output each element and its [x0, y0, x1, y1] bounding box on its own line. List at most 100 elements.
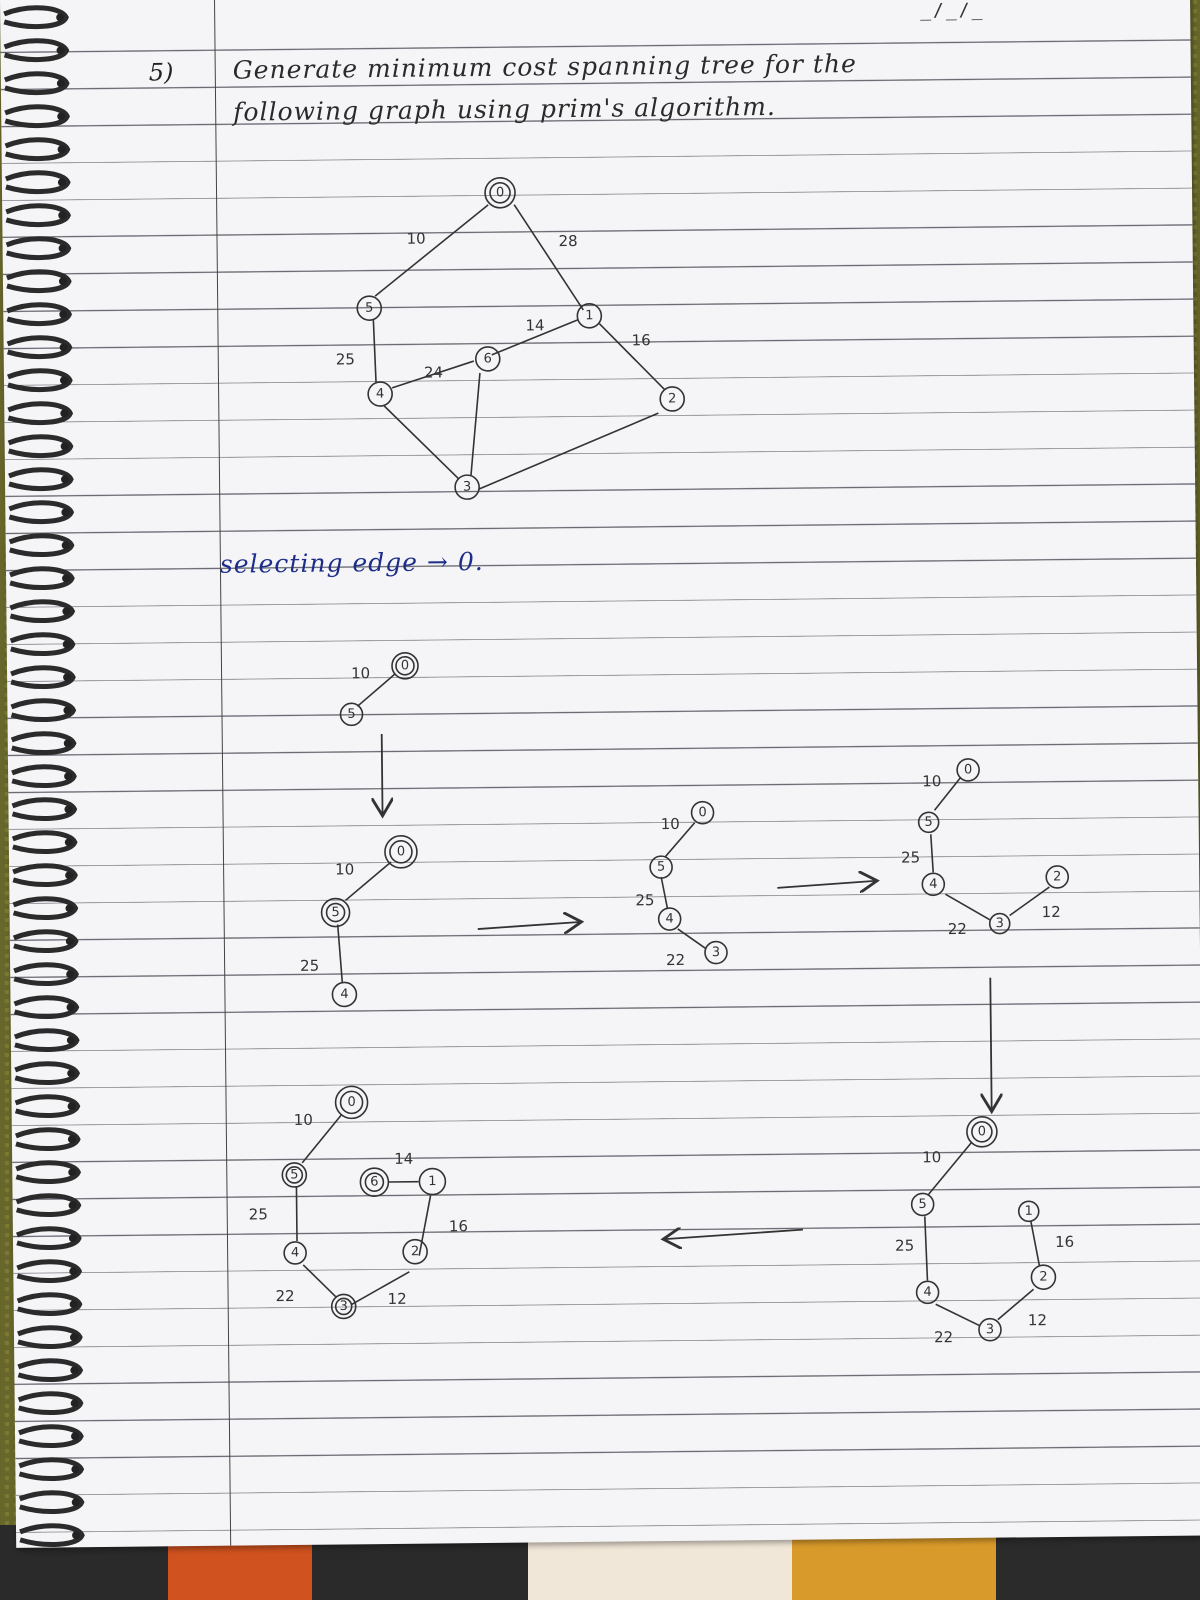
graph-node: 2	[659, 386, 686, 412]
edge-weight: 25	[300, 957, 319, 975]
graph-node: 4	[915, 1280, 940, 1305]
svg-text:0: 0	[347, 1095, 355, 1110]
graph-node: 5	[281, 1162, 308, 1188]
spiral-ring	[14, 1094, 81, 1118]
punch-hole	[67, 1135, 76, 1144]
svg-text:4: 4	[923, 1285, 931, 1300]
punch-hole	[57, 178, 66, 187]
edge	[391, 360, 475, 389]
svg-text:4: 4	[340, 987, 348, 1002]
graph-node: 2	[402, 1238, 428, 1265]
punch-hole	[61, 475, 70, 484]
edge-weight: 22	[948, 920, 967, 938]
spiral-ring	[11, 797, 78, 821]
spiral-ring	[18, 1424, 84, 1448]
spiral-ring	[4, 137, 71, 161]
edge	[491, 319, 578, 356]
punch-hole	[70, 1366, 79, 1375]
edge-weight: 12	[1028, 1311, 1047, 1329]
edge	[598, 323, 665, 390]
edge	[677, 928, 707, 950]
spiral-ring	[16, 1292, 83, 1316]
graph-node: 5	[339, 702, 364, 727]
spiral-ring	[18, 1490, 85, 1514]
punch-hole	[71, 1498, 80, 1507]
arrow-right	[777, 881, 875, 888]
svg-text:1: 1	[428, 1174, 436, 1189]
punch-hole	[65, 871, 74, 880]
graph-node: 4	[367, 381, 393, 407]
svg-text:1: 1	[1025, 1204, 1033, 1219]
edge	[929, 834, 934, 873]
spiral-ring	[11, 830, 78, 854]
edge	[933, 777, 961, 811]
punch-hole	[68, 1201, 77, 1210]
edge-weight: 10	[406, 230, 425, 248]
spiral-ring	[10, 698, 77, 722]
edge	[301, 1113, 343, 1164]
graph-node: 0	[484, 176, 516, 209]
spiral-ring	[10, 731, 77, 755]
graph-node: 1	[1017, 1200, 1040, 1223]
final-tree: 0 5 4 3 2 1 6 10 25 22 12 16 14	[249, 1085, 468, 1320]
graph-node: 3	[704, 940, 728, 965]
punch-hole	[63, 739, 72, 748]
graph-node: 5	[649, 855, 673, 879]
edge	[935, 1303, 981, 1327]
graph-node: 1	[576, 303, 603, 329]
edge	[945, 893, 991, 921]
spiral-ring	[13, 1028, 80, 1052]
punch-hole	[68, 1234, 77, 1243]
edge-weight: 28	[558, 232, 577, 250]
punch-hole	[66, 970, 75, 979]
spiral-ring	[13, 962, 79, 986]
edge-weight: 25	[249, 1205, 268, 1223]
svg-text:5: 5	[290, 1167, 298, 1182]
punch-hole	[65, 904, 74, 913]
edge	[478, 412, 659, 490]
step-3-tree: 0 5 4 3 10 25 22	[635, 800, 728, 969]
graph-node: 4	[921, 872, 946, 897]
edge-weight: 10	[922, 1148, 941, 1166]
spiral-ring	[12, 896, 79, 920]
edge	[997, 1288, 1035, 1321]
svg-text:3: 3	[463, 480, 471, 495]
punch-hole	[57, 145, 66, 154]
edge	[302, 1264, 337, 1298]
svg-text:6: 6	[370, 1175, 378, 1190]
svg-text:5: 5	[918, 1197, 926, 1212]
punch-hole	[64, 772, 73, 781]
punch-hole	[59, 343, 68, 352]
svg-text:5: 5	[924, 815, 932, 830]
spiral-ring	[17, 1325, 83, 1349]
spiral-ring	[15, 1160, 81, 1184]
punch-hole	[62, 607, 71, 616]
spiral-ring	[10, 665, 76, 689]
spiral-ring	[14, 1127, 81, 1151]
graph-drawings: 0 1 2 3 4 5 6 10 28 14 16 25 24 0 5 10 0	[249, 176, 1074, 1346]
edge-weight: 10	[351, 664, 370, 682]
edge	[470, 372, 481, 476]
edge-weight: 10	[294, 1111, 313, 1129]
arrow-left	[665, 1230, 803, 1239]
punch-hole	[70, 1399, 79, 1408]
spiral-ring	[5, 236, 72, 260]
edge-weight: 25	[336, 350, 355, 368]
edge	[927, 1141, 973, 1195]
spiral-ring	[19, 1523, 85, 1547]
graph-node: 4	[331, 981, 358, 1008]
graph-node: 6	[474, 346, 501, 372]
punch-hole	[66, 1036, 75, 1045]
spiral-ring	[13, 995, 80, 1019]
graph-node: 2	[1045, 865, 1070, 889]
spiral-ring	[16, 1259, 83, 1283]
svg-text:0: 0	[397, 844, 405, 859]
spiral-ring	[3, 38, 70, 63]
graph-node: 3	[454, 474, 480, 500]
svg-text:4: 4	[929, 877, 937, 892]
punch-hole	[58, 277, 67, 286]
spiral-ring	[14, 1061, 80, 1085]
spiral-ring	[6, 335, 73, 359]
punch-hole	[69, 1267, 78, 1276]
graph-node: 4	[657, 907, 682, 931]
